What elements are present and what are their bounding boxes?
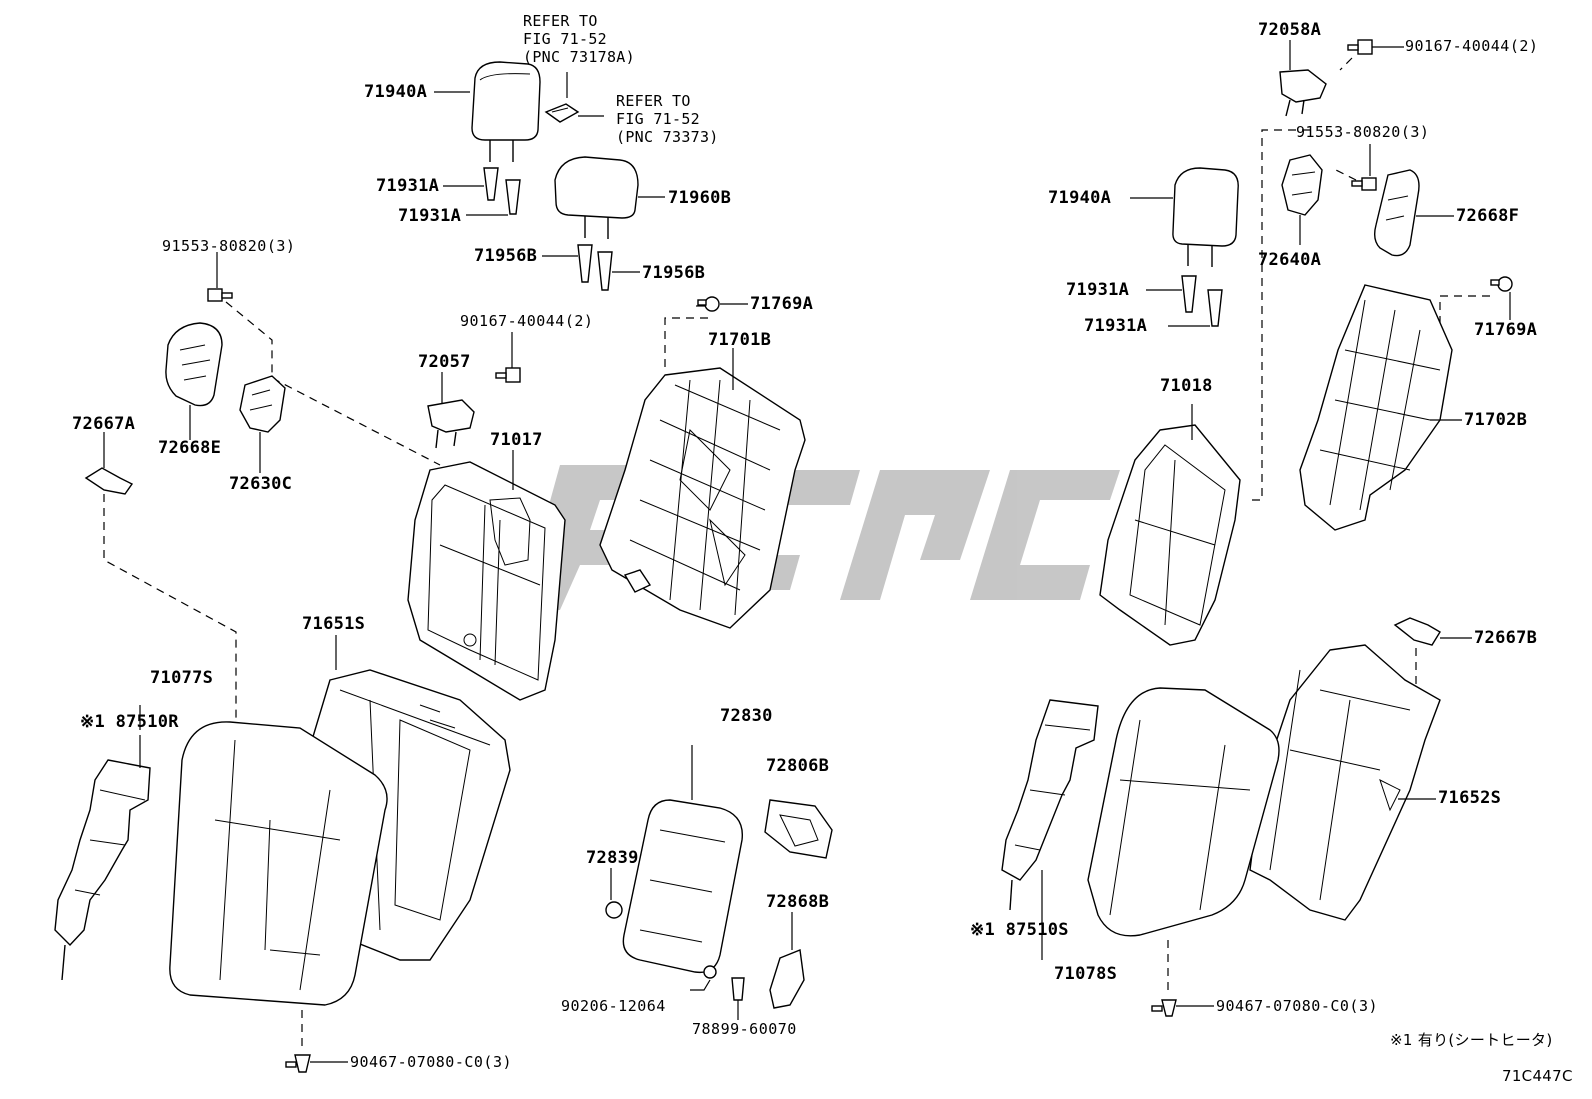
label-72058A[interactable]: 72058A [1258,20,1322,40]
headrest-right-71940A [1172,167,1239,267]
label-87510S[interactable]: ※1 87510S [970,920,1069,940]
label-72630C[interactable]: 72630C [229,474,293,494]
label-72640A[interactable]: 72640A [1258,250,1322,270]
label-72667B[interactable]: 72667B [1474,628,1538,648]
guide-71931A-left [483,167,521,215]
clip-90467-left [285,1054,311,1073]
label-90167-right[interactable]: 90167-40044(2) [1405,37,1539,55]
label-71940A-left[interactable]: 71940A [364,82,428,102]
cover-72640A [1281,154,1323,216]
label-71018[interactable]: 71018 [1160,376,1213,396]
screw-71769A-right [1490,276,1513,292]
seatback-cover-71078S [1087,687,1280,937]
seatback-cover-71077S [169,721,388,1006]
seat-frame-71018 [1099,424,1241,646]
guide-71931A-right [1181,275,1223,327]
bolt-90167-left [495,367,521,383]
screw-90206 [703,965,717,979]
label-90467-right[interactable]: 90467-07080-C0(3) [1216,997,1379,1015]
label-71931A-right-1[interactable]: 71931A [1066,280,1130,300]
footnote-seat-heater: ※1 有り(シートヒータ) [1390,1031,1553,1049]
bolt-91553-right [1351,177,1377,191]
clip-90467-right [1151,999,1177,1017]
label-71960B[interactable]: 71960B [668,188,732,208]
seat-heater-87510S [1001,699,1099,911]
lock-clip-ref [544,103,580,123]
label-91553-left[interactable]: 91553-80820(3) [162,237,296,255]
label-72830[interactable]: 72830 [720,706,773,726]
clip-72667A [84,467,134,495]
screw-78899 [731,977,745,1001]
clip-72667B [1393,617,1441,646]
diagram-code: 71C447C [1502,1067,1573,1085]
bracket-72058A [1279,69,1327,117]
armrest-72830 [622,799,744,974]
label-71956B-b[interactable]: 71956B [642,263,706,283]
seatback-pad-71652S [1249,644,1441,921]
label-71651S[interactable]: 71651S [302,614,366,634]
headrest-71960B [554,156,639,239]
label-71702B[interactable]: 71702B [1464,410,1528,430]
cover-72668F [1373,169,1420,257]
label-87510R[interactable]: ※1 87510R [80,712,179,732]
seat-heater-87510R [54,759,151,981]
label-71931A-left-2[interactable]: 71931A [398,206,462,226]
label-71701B[interactable]: 71701B [708,330,772,350]
label-71940A-right[interactable]: 71940A [1048,188,1112,208]
guide-71956B [577,244,613,291]
cover-72630C [239,375,286,433]
label-71652S[interactable]: 71652S [1438,788,1502,808]
label-71017[interactable]: 71017 [490,430,543,450]
label-91553-right[interactable]: 91553-80820(3) [1296,123,1430,141]
seat-frame-71017 [407,461,566,701]
label-72057[interactable]: 72057 [418,352,471,372]
bolt-90167-right [1347,39,1373,55]
label-71931A-right-2[interactable]: 71931A [1084,316,1148,336]
bracket-72057 [427,399,475,449]
cover-72668E [165,322,223,407]
cupholder-72806B [764,799,833,859]
ref-headrest-note: REFER TO FIG 71-52 (PNC 73178A) [523,12,635,66]
label-72667A[interactable]: 72667A [72,414,136,434]
headrest-left-71940A [471,61,541,162]
bolt-91553-left [207,288,233,302]
seatback-board-71702B [1299,284,1453,531]
screw-71769A-left [697,296,720,312]
label-72806B[interactable]: 72806B [766,756,830,776]
stopper-72839 [605,901,623,919]
label-90467-left[interactable]: 90467-07080-C0(3) [350,1053,513,1071]
label-71078S[interactable]: 71078S [1054,964,1118,984]
label-78899[interactable]: 78899-60070 [692,1020,797,1038]
label-72839[interactable]: 72839 [586,848,639,868]
label-72668E[interactable]: 72668E [158,438,222,458]
label-90167-left[interactable]: 90167-40044(2) [460,312,594,330]
label-90206[interactable]: 90206-12064 [561,997,666,1015]
label-72868B[interactable]: 72868B [766,892,830,912]
label-71077S[interactable]: 71077S [150,668,214,688]
label-71931A-left-1[interactable]: 71931A [376,176,440,196]
label-71769A-right[interactable]: 71769A [1474,320,1538,340]
ref-lock-note: REFER TO FIG 71-52 (PNC 73373) [616,92,719,146]
seatback-board-71701B [599,367,806,629]
label-71769A-left[interactable]: 71769A [750,294,814,314]
hinge-cover-72868B [769,949,805,1009]
label-72668F[interactable]: 72668F [1456,206,1520,226]
label-71956B-a[interactable]: 71956B [474,246,538,266]
